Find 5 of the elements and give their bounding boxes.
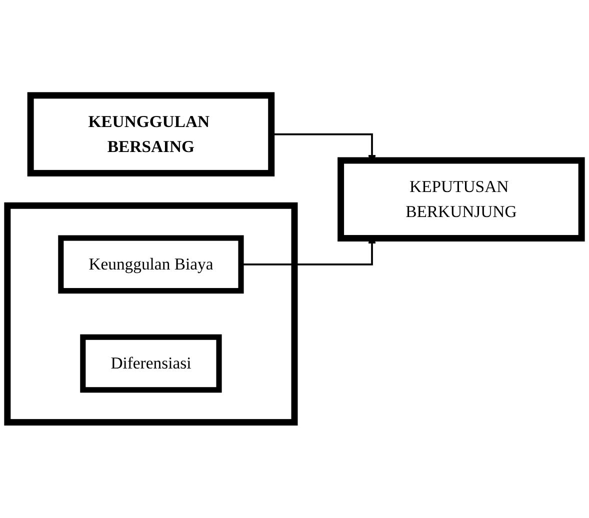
cluster — [4, 202, 298, 426]
node-box: KEPUTUSAN BERKUNJUNG — [338, 157, 585, 242]
node-box: Keunggulan Biaya — [58, 235, 244, 294]
node-box: KEUNGGULAN BERSAING — [27, 92, 275, 177]
node-box: Diferensiasi — [80, 334, 222, 393]
